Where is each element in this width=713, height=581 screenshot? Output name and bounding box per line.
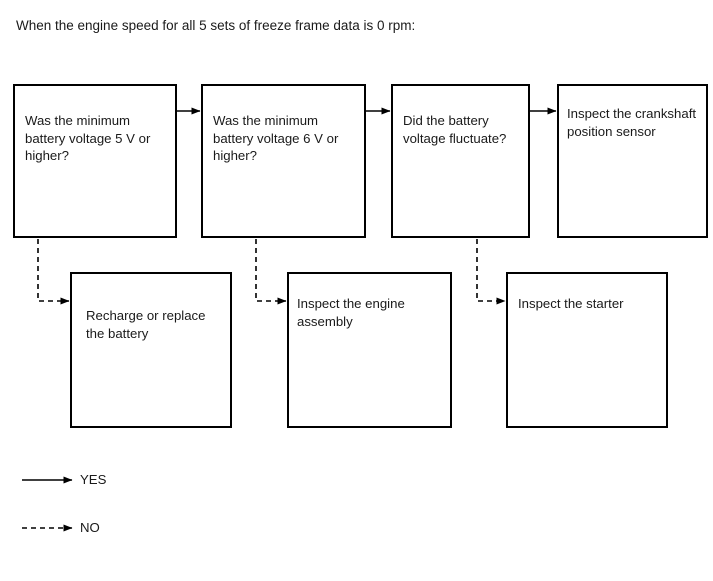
result-node-recharge-or-replace-battery[interactable]: Recharge or replace the battery: [70, 272, 232, 428]
result-node-inspect-crankshaft-position-sensor[interactable]: Inspect the crankshaft position sensor: [557, 84, 708, 238]
result-node-inspect-starter[interactable]: Inspect the starter: [506, 272, 668, 428]
node-label: Inspect the crankshaft position sensor: [567, 106, 697, 139]
result-node-inspect-engine-assembly[interactable]: Inspect the engine assembly: [287, 272, 452, 428]
legend-label-no: NO: [80, 520, 100, 535]
decision-node-min-battery-voltage-6v[interactable]: Was the minimum battery voltage 6 V or h…: [201, 84, 366, 238]
edge-no-n3-n7: [476, 239, 506, 305]
decision-node-min-battery-voltage-5v[interactable]: Was the minimum battery voltage 5 V or h…: [13, 84, 177, 238]
node-label: Did the battery voltage fluctuate?: [403, 113, 507, 146]
node-label: Was the minimum battery voltage 6 V or h…: [213, 113, 339, 163]
node-label: Recharge or replace the battery: [86, 308, 206, 341]
node-label: Inspect the starter: [518, 296, 624, 311]
node-label: Inspect the engine assembly: [297, 296, 405, 329]
decision-node-battery-voltage-fluctuate[interactable]: Did the battery voltage fluctuate?: [391, 84, 530, 238]
edge-no-n1-n5: [37, 239, 70, 305]
edge-no-n2-n6: [255, 239, 287, 305]
flowchart-title: When the engine speed for all 5 sets of …: [16, 18, 416, 33]
legend-label-yes: YES: [80, 472, 107, 487]
node-label: Was the minimum battery voltage 5 V or h…: [25, 113, 151, 163]
